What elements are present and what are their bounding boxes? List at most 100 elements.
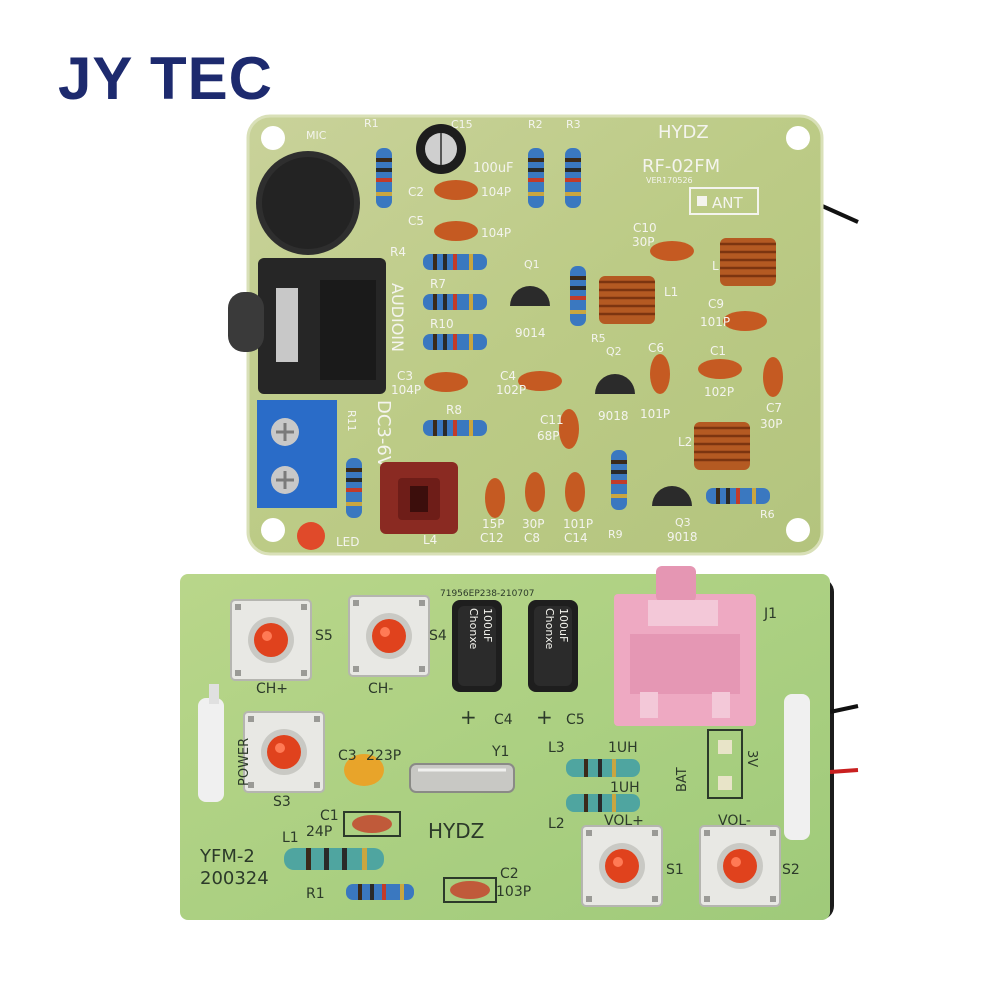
label-s4: S4 (429, 628, 447, 644)
cap-c5-value: 100uF (557, 608, 570, 642)
label-c2: C2 (500, 866, 519, 882)
inductor-l2 (566, 794, 640, 812)
label-l3: L (712, 259, 719, 273)
label-c3-value: 104P (391, 383, 421, 397)
label-r6: R6 (760, 508, 775, 521)
label-c2-value: 103P (496, 884, 531, 900)
label-led: LED (336, 535, 360, 549)
bottom-board-brand: HYDZ (428, 819, 484, 843)
label-s3: S3 (273, 794, 291, 810)
capacitor-c6 (650, 354, 670, 394)
label-s1: S1 (666, 862, 684, 878)
electrolytic-capacitor (416, 124, 466, 174)
audio-jack (228, 258, 386, 394)
top-board-model: RF-02FM (642, 156, 720, 177)
label-r5: R5 (591, 332, 606, 345)
label-power-dc: DC3-6V (373, 400, 394, 469)
label-l2: L2 (678, 435, 692, 449)
label-c11: C11 (540, 413, 564, 427)
label-q3-part: 9018 (667, 530, 698, 544)
label-j1: J1 (763, 606, 777, 622)
resistor-r1 (376, 148, 392, 208)
label-c7-value: 30P (760, 417, 783, 431)
capacitor-c5-electrolytic: Chonxe 100uF (528, 600, 578, 692)
label-c4: C4 (500, 369, 516, 383)
fm-transmitter-board: MIC AUDIOIN DC3-6V LED C15 100uF (228, 114, 859, 556)
resistor-r5 (570, 266, 586, 326)
label-l4: L4 (423, 533, 437, 547)
label-c1: C1 (710, 344, 726, 358)
screw-terminal (257, 400, 337, 508)
capacitor-c1 (698, 359, 742, 379)
capacitor-c8 (525, 472, 545, 512)
resistor-r9 (611, 450, 627, 510)
label-c14: C14 (564, 531, 588, 545)
capacitor-c2 (450, 881, 490, 899)
label-r1: R1 (364, 117, 379, 130)
label-r9: R9 (608, 528, 623, 541)
label-c1-value: 102P (704, 385, 734, 399)
label-c3-value: 223P (366, 748, 401, 764)
label-c1-value: 24P (306, 824, 332, 840)
label-mic: MIC (306, 129, 327, 142)
resistor-r3 (565, 148, 581, 208)
label-c8: C8 (524, 531, 540, 545)
resistor-r1 (346, 884, 414, 900)
label-l3: L3 (548, 740, 565, 756)
label-c9: C9 (708, 297, 724, 311)
capacitor-c3 (344, 754, 384, 786)
inductor-l1 (284, 848, 384, 870)
capacitor-c10 (650, 241, 694, 261)
microphone (256, 151, 360, 255)
capacitor-c1 (352, 815, 392, 833)
label-c12-value: 15P (482, 517, 505, 531)
resistor-r6 (706, 488, 770, 504)
headphone-jack (614, 566, 756, 726)
inductor-l3 (718, 236, 778, 288)
label-bat: BAT (675, 767, 690, 792)
label-c2-value: 104P (481, 185, 511, 199)
label-s5: S5 (315, 628, 333, 644)
capacitor-c14 (565, 472, 585, 512)
label-r11: R11 (345, 410, 358, 432)
button-power[interactable] (243, 711, 325, 793)
resistor-r8 (423, 420, 487, 436)
label-audio-in: AUDIOIN (388, 283, 407, 352)
label-q3: Q3 (675, 516, 691, 529)
label-c11-value: 68P (537, 429, 560, 443)
capacitor-c7 (763, 357, 783, 397)
button-vol-minus[interactable] (699, 825, 781, 907)
label-c4: C4 (494, 712, 513, 728)
label-c2: C2 (408, 185, 424, 199)
cap-c4-brand: Chonxe (467, 608, 480, 650)
capacitor-c4-electrolytic: Chonxe 100uF (452, 600, 502, 692)
label-l3-value: 1UH (608, 740, 638, 756)
inductor-l3 (566, 759, 640, 777)
resistor-r7 (423, 294, 487, 310)
label-c1: C1 (320, 808, 339, 824)
button-ch-minus[interactable] (348, 595, 430, 677)
capacitor-c2 (434, 180, 478, 200)
label-q2: Q2 (606, 345, 622, 358)
label-100uf: 100uF (473, 161, 514, 176)
cap-c5-brand: Chonxe (543, 608, 556, 650)
label-vol-minus: VOL- (718, 813, 751, 829)
button-ch-plus[interactable] (230, 599, 312, 681)
label-c6-value: 101P (640, 407, 670, 421)
top-board-brand: HYDZ (658, 122, 709, 143)
brand-logo: JY TEC (58, 45, 273, 112)
label-c5-value: 104P (481, 226, 511, 240)
label-l2-value: 1UH (610, 780, 640, 796)
label-c4-value: 102P (496, 383, 526, 397)
label-s2: S2 (782, 862, 800, 878)
capacitor-c12 (485, 478, 505, 518)
label-l2: L2 (548, 816, 565, 832)
button-vol-plus[interactable] (581, 825, 663, 907)
top-board-version: VER170526 (646, 176, 693, 185)
label-power: POWER (237, 738, 252, 786)
label-c5: C5 (566, 712, 585, 728)
label-r3: R3 (566, 118, 581, 131)
label-c3: C3 (338, 748, 357, 764)
label-c3: C3 (397, 369, 413, 383)
